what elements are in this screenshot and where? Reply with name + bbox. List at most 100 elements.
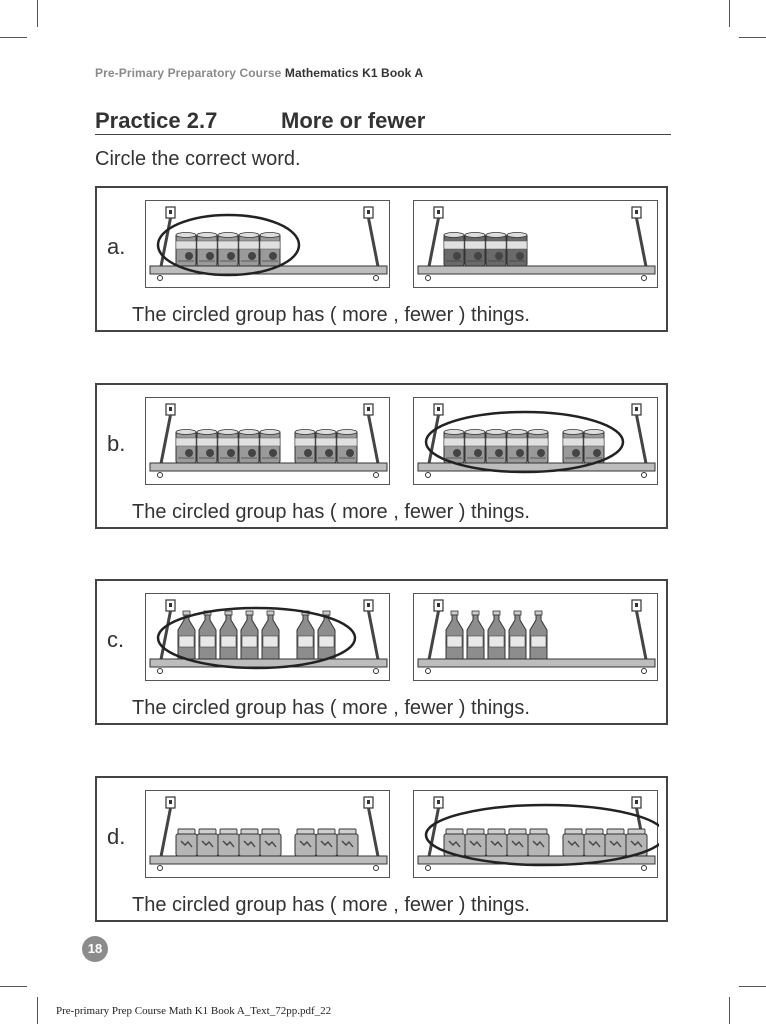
jar-item [294, 828, 317, 857]
question-sentence: The circled group has ( more , fewer ) t… [132, 697, 530, 719]
question-sentence: The circled group has ( more , fewer ) t… [132, 894, 530, 916]
ketchup-bottle-item [487, 610, 506, 660]
left-shelf[interactable] [145, 200, 390, 288]
right-shelf[interactable] [413, 790, 659, 878]
jar-item [625, 828, 648, 857]
jar-item [259, 828, 282, 857]
ketchup-bottle-item [529, 610, 548, 660]
wall-hook [159, 206, 176, 270]
shelf-illustration [149, 206, 388, 281]
wall-hook [631, 206, 648, 270]
left-shelf[interactable] [145, 790, 390, 878]
question-panel-b: b. The circled group has ( more , fewer … [95, 383, 668, 529]
question-sentence: The circled group has ( more , fewer ) t… [132, 501, 530, 523]
can-item [464, 429, 486, 464]
jar-item [464, 828, 487, 857]
practice-title-row: Practice 2.7 More or fewer [95, 108, 671, 135]
tomato-can-item [238, 232, 260, 267]
jar-item [315, 828, 338, 857]
shelf-illustration [149, 599, 388, 674]
answer-circle [424, 803, 659, 867]
shelf-plank [417, 658, 656, 668]
shelf-plank [417, 855, 656, 865]
can-item [562, 429, 584, 464]
wall-hook [363, 206, 380, 270]
tomato-can-item [464, 232, 486, 267]
ketchup-bottle-item [508, 610, 527, 660]
right-shelf[interactable] [413, 593, 658, 681]
wall-hook [363, 403, 380, 467]
crop-mark [37, 0, 38, 27]
practice-title: More or fewer [281, 108, 426, 133]
jar-item [238, 828, 261, 857]
tomato-can-item [506, 232, 528, 267]
ketchup-bottle-item [317, 610, 336, 660]
question-panel-d: d. The circled group has ( more , fewer … [95, 776, 668, 922]
question-panel-c: c. The circled group has ( more , fewer … [95, 579, 668, 725]
left-shelf[interactable] [145, 593, 390, 681]
jar-item [443, 828, 466, 857]
jar-item [196, 828, 219, 857]
tomato-can-item [175, 232, 197, 267]
shelf-illustration [417, 599, 656, 674]
ketchup-bottle-item [240, 610, 259, 660]
wall-hook [631, 403, 648, 467]
crop-mark [739, 986, 766, 987]
ketchup-bottle-item [445, 610, 464, 660]
jar-item [336, 828, 359, 857]
ketchup-bottle-item [219, 610, 238, 660]
shelf-plank [417, 265, 656, 275]
wall-hook [363, 599, 380, 663]
book-name: Mathematics K1 Book A [284, 66, 424, 80]
tomato-can-item [196, 232, 218, 267]
can-item [583, 429, 605, 464]
jar-item [217, 828, 240, 857]
jar-item [562, 828, 585, 857]
crop-mark [739, 37, 766, 38]
wall-hook [427, 599, 444, 663]
crop-mark [729, 997, 730, 1024]
jar-item [175, 828, 198, 857]
crop-mark [37, 997, 38, 1024]
wall-hook [363, 796, 380, 860]
can-item [217, 429, 239, 464]
jar-item [506, 828, 529, 857]
question-sentence: The circled group has ( more , fewer ) t… [132, 304, 530, 326]
wall-hook [159, 599, 176, 663]
answer-circle [156, 213, 301, 277]
shelf-illustration [149, 403, 388, 478]
shelf-illustration [417, 206, 656, 281]
jar-item [485, 828, 508, 857]
can-item [485, 429, 507, 464]
jar-item [583, 828, 606, 857]
can-item [175, 429, 197, 464]
course-name: Pre-Primary Preparatory Course [95, 66, 282, 80]
shelf-plank [149, 658, 388, 668]
shelf-plank [149, 462, 388, 472]
crop-mark [0, 986, 27, 987]
ketchup-bottle-item [177, 610, 196, 660]
wall-hook [427, 796, 444, 860]
can-item [527, 429, 549, 464]
question-letter: d. [107, 824, 126, 849]
right-shelf[interactable] [413, 397, 658, 485]
can-item [294, 429, 316, 464]
wall-hook [631, 599, 648, 663]
ketchup-bottle-item [296, 610, 315, 660]
tomato-can-item [485, 232, 507, 267]
can-item [336, 429, 358, 464]
ketchup-bottle-item [261, 610, 280, 660]
crop-mark [729, 0, 730, 27]
answer-circle [156, 606, 357, 670]
can-item [238, 429, 260, 464]
right-shelf[interactable] [413, 200, 658, 288]
jar-item [527, 828, 550, 857]
shelf-plank [417, 462, 656, 472]
instruction-text: Circle the correct word. [95, 148, 301, 170]
left-shelf[interactable] [145, 397, 390, 485]
wall-hook [427, 206, 444, 270]
wall-hook [159, 403, 176, 467]
tomato-can-item [443, 232, 465, 267]
question-letter: b. [107, 431, 126, 456]
shelf-illustration [149, 796, 388, 871]
